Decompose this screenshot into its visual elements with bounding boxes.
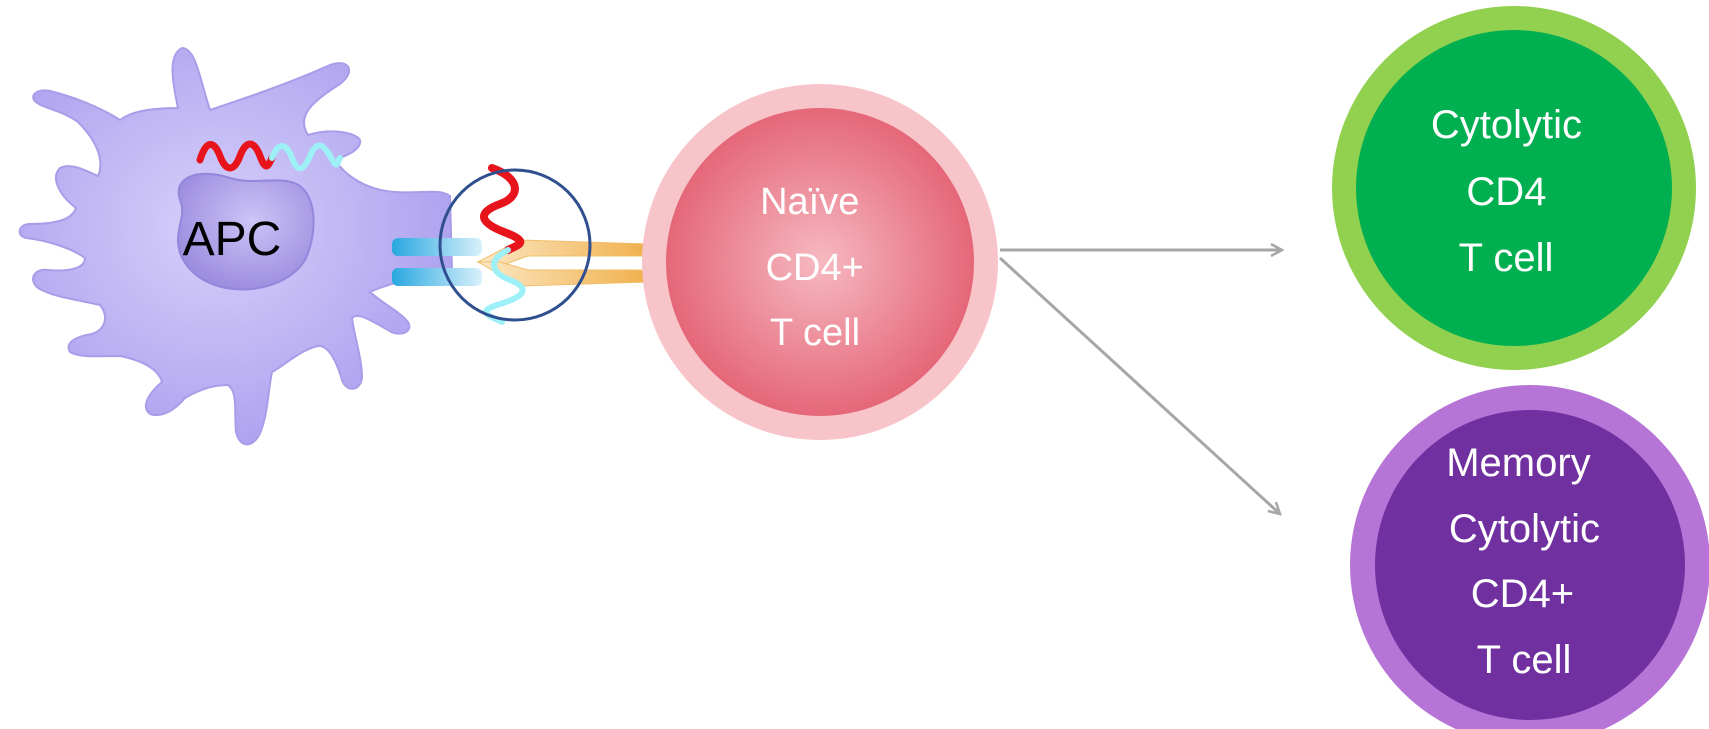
presented-peptide-red — [480, 164, 525, 254]
cytolytic-label-line-1: Cytolytic — [1431, 103, 1582, 147]
synapse-highlight-ring — [438, 168, 592, 322]
apc-nucleus — [176, 172, 315, 291]
mhc-molecule — [392, 238, 482, 286]
memory-cell-body — [1375, 410, 1685, 720]
memory-cytolytic-cd4-t-cell: Memory Cytolytic CD4+ T cell — [1350, 385, 1709, 729]
naive-cd4-t-cell: Naïve CD4+ T cell — [642, 84, 998, 440]
memory-label-line-4: T cell — [1477, 638, 1572, 682]
apc-label: APC — [183, 213, 282, 266]
peptide-red-wave — [196, 140, 276, 172]
cytolytic-label-line-2: CD4 — [1466, 170, 1546, 214]
naive-label-line-2: CD4+ — [766, 247, 864, 289]
memory-label-line-1: Memory — [1446, 441, 1590, 485]
memory-label-line-3: CD4+ — [1471, 572, 1574, 616]
memory-label-line-2: Cytolytic — [1449, 507, 1600, 551]
peptide-cyan-wave — [269, 142, 343, 172]
naive-label-line-1: Naïve — [760, 181, 859, 223]
naive-cell-body — [666, 108, 974, 416]
arrow-to-memory-cytolytic — [998, 256, 1280, 514]
memory-cell-label: Memory Cytolytic CD4+ T cell — [1446, 441, 1611, 682]
cytolytic-cell-body — [1356, 30, 1672, 346]
naive-cell-label: Naïve CD4+ T cell — [760, 181, 874, 354]
apc-cell: APC — [18, 46, 454, 446]
cytolytic-cell-label: Cytolytic CD4 T cell — [1431, 103, 1593, 280]
naive-label-line-3: T cell — [770, 312, 860, 354]
cytolytic-label-line-3: T cell — [1459, 236, 1554, 280]
immune-synapse — [392, 164, 651, 325]
cytolytic-cd4-t-cell: Cytolytic CD4 T cell — [1332, 6, 1696, 370]
